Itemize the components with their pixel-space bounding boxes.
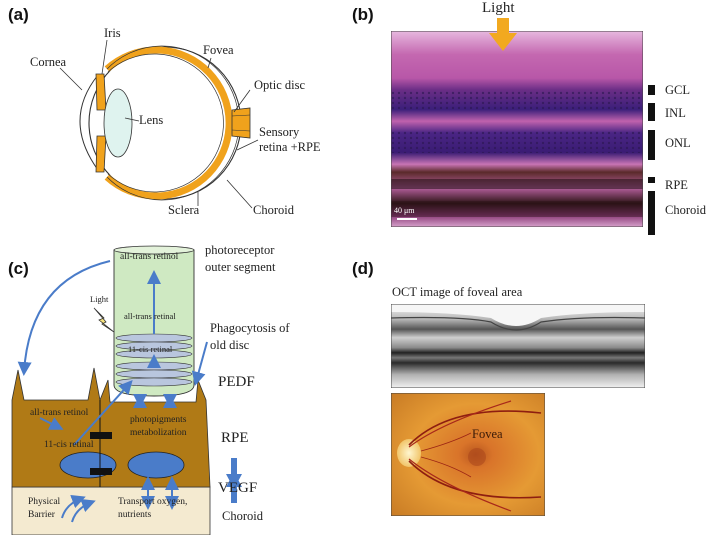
transport-label-1: Transport oxygen, [118, 497, 188, 507]
rpe-function-diagram [11, 245, 242, 535]
tight-junction-lower [90, 468, 112, 475]
choroid-band [104, 46, 233, 200]
iris-lower [95, 135, 107, 173]
panel-d-label: (d) [352, 259, 374, 278]
photopigments-label: photopigments [130, 415, 187, 425]
light-label-c: Light [90, 294, 109, 304]
light-label-b: Light [482, 0, 515, 16]
scale-bar-label: 40 μm [394, 206, 415, 215]
optic-disc-label: Optic disc [254, 78, 306, 92]
lens-label: Lens [139, 113, 164, 127]
cornea-label: Cornea [30, 55, 67, 69]
transport-label-2: nutrients [118, 510, 152, 520]
photoreceptor-label-2: outer segment [205, 260, 276, 274]
histology-tissue [391, 31, 643, 227]
vegf-arrow [226, 458, 242, 489]
fovea-label-d: Fovea [472, 427, 503, 441]
histology-image [391, 31, 643, 227]
light-arrow-b [489, 18, 517, 51]
optic-nerve [231, 107, 251, 139]
optic-disc-fundus [397, 439, 421, 467]
panel-b-label: (b) [352, 5, 374, 24]
eleven-cis-retinal-rpe: 11-cis retinal [44, 440, 94, 450]
iris-label: Iris [104, 26, 121, 40]
tight-junction-upper [90, 432, 112, 439]
eleven-cis-retinal-disc: 11-cis retinal [128, 344, 173, 354]
photoreceptor-label-1: photoreceptor [205, 243, 275, 257]
rpe-nucleus-right [127, 451, 185, 479]
sclera-label: Sclera [168, 203, 200, 217]
sensory-retina-label-1: Sensory [259, 125, 300, 139]
layer-label-choroid: Choroid [665, 203, 706, 217]
choroid-layer [11, 486, 211, 535]
iris-upper [95, 73, 107, 111]
layer-label-gcl: GCL [665, 83, 690, 97]
physical-barrier-label-1: Physical [28, 497, 61, 507]
all-trans-retinol-rpe: all-trans retinol [30, 408, 89, 418]
panel-a-label: (a) [8, 5, 29, 24]
metabolization-label: metabolization [130, 428, 187, 438]
lens-shape [103, 88, 133, 158]
fovea-spot [468, 448, 486, 466]
pedf-label: PEDF [218, 374, 255, 390]
layer-label-onl: ONL [665, 136, 691, 150]
choroid-label-c: Choroid [222, 509, 263, 523]
all-trans-retinal-label: all-trans retinal [124, 311, 176, 321]
lightning-icon [93, 307, 115, 333]
eye-anatomy-diagram [59, 39, 259, 209]
phagocytosis-label-1: Phagocytosis of [210, 321, 290, 335]
layer-label-rpe: RPE [665, 178, 688, 192]
oct-image [391, 304, 645, 388]
sensory-retina-label-2: retina +RPE [259, 140, 321, 154]
layer-markers [648, 85, 655, 235]
oct-title: OCT image of foveal area [392, 285, 523, 299]
layer-label-inl: INL [665, 106, 686, 120]
physical-barrier-label-2: Barrier [28, 510, 55, 520]
vegf-label: VEGF [218, 480, 258, 496]
choroid-label-a: Choroid [253, 203, 294, 217]
fovea-label-a: Fovea [203, 43, 234, 57]
phagocytosis-label-2: old disc [210, 338, 250, 352]
panel-c-label: (c) [8, 259, 29, 278]
fundus-photo [391, 393, 545, 516]
foveal-pit [391, 304, 645, 326]
rpe-label-c: RPE [221, 430, 249, 446]
all-trans-retinol-top: all-trans retinol [120, 252, 179, 262]
